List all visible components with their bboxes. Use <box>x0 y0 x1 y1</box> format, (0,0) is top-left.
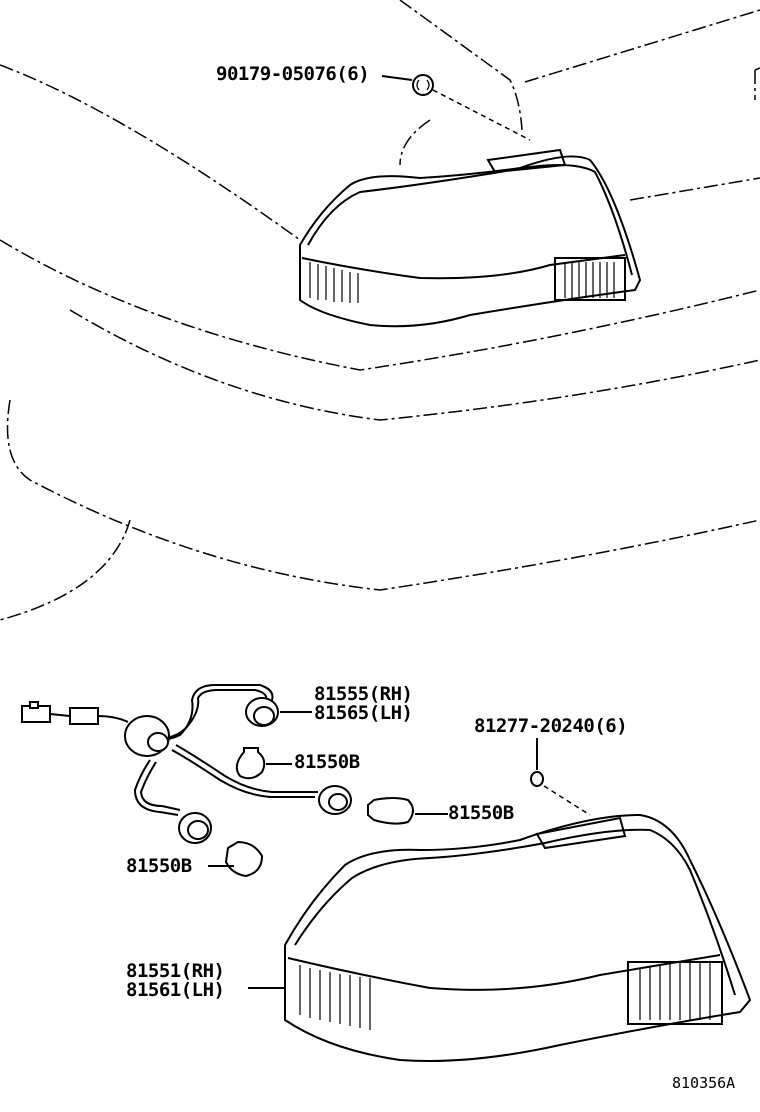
main-socket <box>124 715 170 757</box>
installed-tail-lamp <box>299 148 642 328</box>
nut-part <box>530 738 591 816</box>
label-clip-part: 90179-05076(6) <box>216 63 370 85</box>
socket-lower <box>178 812 212 844</box>
wire-harness <box>21 684 318 816</box>
diagram-id: 810356A <box>672 1074 736 1092</box>
upper-lamp-reflector-ribs <box>564 262 615 298</box>
bulb-right <box>367 797 448 825</box>
label-bulb-upper: 81550B <box>294 751 360 773</box>
label-nut-part: 81277-20240(6) <box>474 715 628 737</box>
tail-lamp-lens <box>248 813 752 1062</box>
bulb-upper <box>235 747 292 780</box>
clip-part <box>381 74 531 141</box>
label-lens-lh: 81561(LH) <box>126 979 225 1001</box>
lower-lamp-lens-ribs <box>299 965 371 1030</box>
socket-rh-lh <box>245 697 312 727</box>
vehicle-body-outline <box>0 0 760 621</box>
label-socket-lh: 81565(LH) <box>314 702 413 724</box>
bulb-lower <box>208 840 264 878</box>
label-lens-rh: 81551(RH) <box>126 960 225 982</box>
lower-lamp-reflector-ribs <box>639 962 711 1020</box>
socket-right <box>318 785 352 815</box>
upper-lamp-lens-ribs <box>309 262 359 303</box>
label-bulb-lower: 81550B <box>126 855 192 877</box>
label-socket-rh: 81555(RH) <box>314 683 413 705</box>
label-bulb-right: 81550B <box>448 802 514 824</box>
